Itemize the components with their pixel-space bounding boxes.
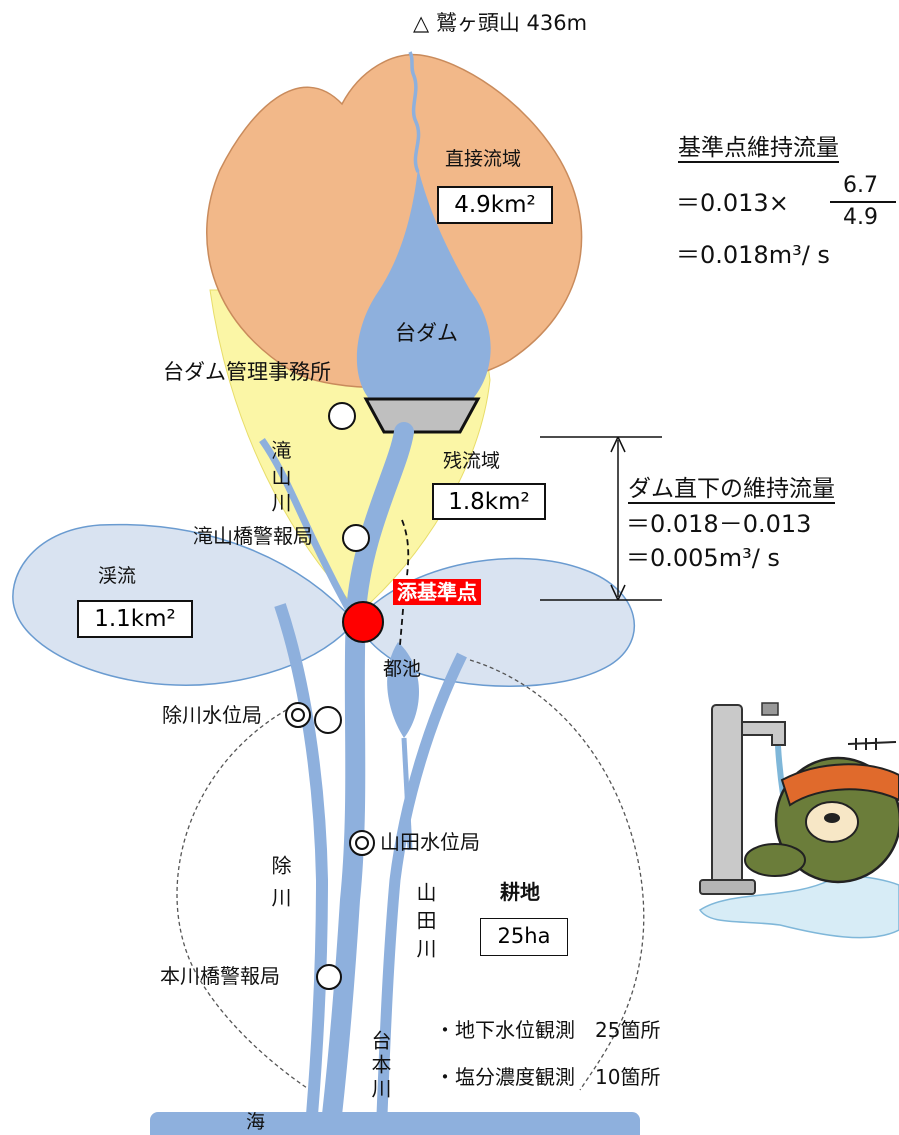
valley-area-value: 1.1km²	[77, 600, 193, 638]
jo-river-label: 除川	[268, 855, 292, 919]
hongawa-bridge-marker	[314, 706, 342, 734]
yamada-station-label: 山田水位局	[380, 830, 480, 854]
yamada-river-line	[376, 652, 467, 1116]
splash-puddle	[698, 875, 899, 939]
formula2-title: ダム直下の維持流量	[628, 476, 835, 502]
observation-1: ・地下水位観測 25箇所	[435, 1018, 661, 1042]
mascot-illustration	[698, 702, 899, 939]
mascot-nose	[824, 813, 840, 823]
formula1-line1: ＝0.013×	[676, 189, 789, 217]
jokawa-station-inner	[291, 708, 305, 722]
yamada-station-inner	[355, 836, 369, 850]
inflow-stream	[408, 51, 421, 173]
mascot-arm	[744, 843, 806, 877]
pond-shape	[387, 642, 419, 738]
jokawa-station-label: 除川水位局	[162, 703, 262, 727]
jo-river-line	[274, 603, 329, 1116]
mascot-stitch	[847, 738, 897, 750]
dam-office-marker	[328, 402, 356, 430]
direct-area-value: 4.9km²	[437, 186, 553, 224]
farmland-label: 耕地	[500, 880, 540, 904]
residual-area-label: 残流域	[443, 450, 501, 472]
formula1-line2: ＝0.018m³/ s	[676, 241, 830, 269]
summit-label: △ 鷲ヶ頭山 436m	[413, 11, 588, 35]
dam-office-label: 台ダム管理事務所	[163, 360, 331, 384]
formula1-fraction-bar	[830, 201, 896, 203]
takiyama-station-marker	[342, 524, 370, 552]
reservoir	[356, 168, 491, 402]
sea-label: 海	[246, 1111, 266, 1133]
mascot-band	[780, 763, 899, 807]
dimension-arrow-bottom	[610, 584, 626, 601]
dam-label: 台ダム	[395, 321, 458, 345]
sea-band	[150, 1112, 640, 1135]
faucet-spout	[741, 721, 786, 746]
takiyama-river-label: 滝山川	[268, 440, 292, 518]
residual-area-value: 1.8km²	[432, 483, 546, 520]
faucet-pillar	[711, 704, 743, 891]
direct-area-label: 直接流域	[445, 148, 522, 170]
farmland-value: 25ha	[480, 918, 568, 956]
formula1-denominator: 4.9	[843, 205, 878, 230]
reference-point-label: 添基準点	[393, 579, 481, 605]
faucet-handle	[761, 702, 779, 716]
faucet-base	[699, 879, 756, 895]
reference-point-marker	[342, 601, 384, 643]
formula1-numerator: 6.7	[843, 173, 878, 198]
valley-label: 渓流	[98, 565, 137, 587]
formula2-line1: ＝0.018－0.013	[626, 510, 812, 538]
daihon-river-label: 台本川	[368, 1030, 392, 1102]
farmland-boundary	[176, 659, 645, 1091]
observation-2: ・塩分濃度観測 10箇所	[435, 1065, 661, 1089]
pond-label: 都池	[383, 658, 422, 680]
main-river	[322, 422, 414, 1125]
formula1-title: 基準点維持流量	[678, 135, 839, 161]
dam	[363, 397, 481, 434]
yamada-river-label: 山田川	[413, 882, 437, 966]
dimension-arrow-top	[610, 436, 626, 453]
hongawa-station-icon	[316, 964, 342, 990]
formula2-line2: ＝0.005m³/ s	[626, 544, 780, 572]
residual-leader	[399, 519, 410, 646]
hongawa-station-label: 本川橋警報局	[160, 964, 280, 988]
takiyama-station-label: 滝山橋警報局	[193, 524, 313, 548]
takiyama-river-line	[259, 437, 354, 614]
